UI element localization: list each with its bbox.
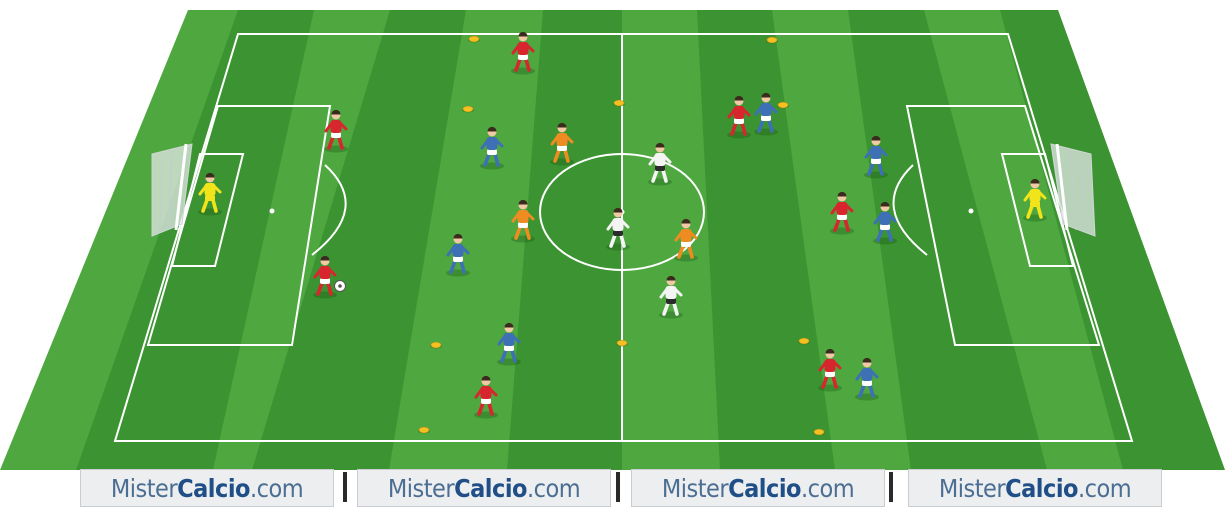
board-text-bold: Calcio: [454, 476, 527, 501]
cone-marker: [777, 102, 789, 108]
board-text-part: Mister: [111, 476, 177, 501]
left-penalty-spot: [270, 209, 275, 214]
board-text-suffix: .com: [1078, 476, 1131, 501]
board-text-part: Mister: [662, 476, 728, 501]
board-post-2: [616, 472, 620, 502]
board-post-3: [889, 472, 893, 502]
cone-marker: [418, 427, 430, 433]
board-post-1: [343, 472, 347, 502]
cone-marker: [430, 342, 442, 348]
ball: [335, 281, 346, 292]
board-text-part: Mister: [939, 476, 1005, 501]
board-text-part: Mister: [388, 476, 454, 501]
cone-marker: [468, 36, 480, 42]
board-text-suffix: .com: [250, 476, 303, 501]
cone-marker: [613, 100, 625, 106]
cone-marker: [798, 338, 810, 344]
board-text-suffix: .com: [801, 476, 854, 501]
cone-marker: [462, 106, 474, 112]
right-penalty-spot: [969, 209, 974, 214]
board-text-bold: Calcio: [177, 476, 250, 501]
board-text-bold: Calcio: [1005, 476, 1078, 501]
board-text-bold: Calcio: [728, 476, 801, 501]
cone-marker: [813, 429, 825, 435]
board-text-suffix: .com: [527, 476, 580, 501]
cone-marker: [616, 340, 628, 346]
cone-marker: [766, 37, 778, 43]
